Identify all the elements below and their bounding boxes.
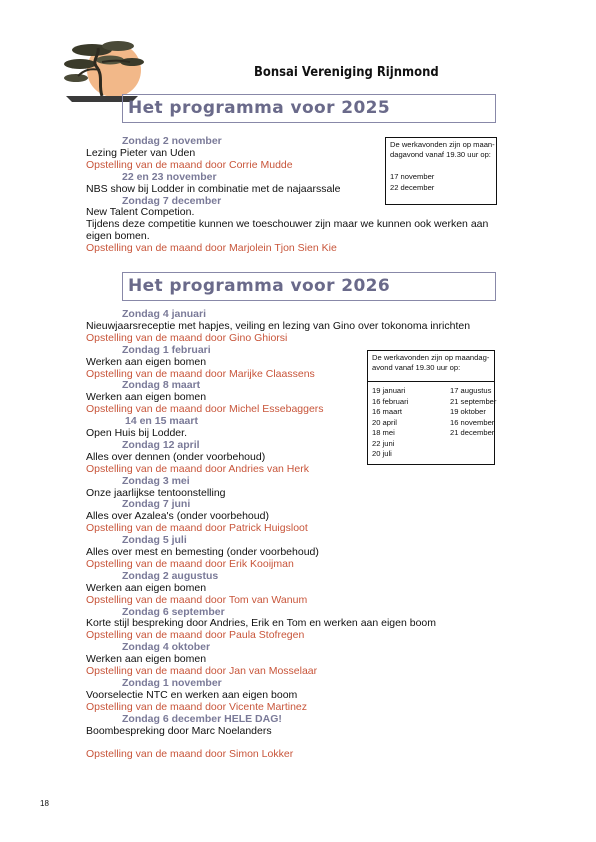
program-activity: NBS show bij Lodder in combinatie met de… xyxy=(86,182,341,195)
program-date: Zondag 6 december HELE DAG! xyxy=(122,712,282,725)
program-date: Zondag 7 december xyxy=(122,194,222,207)
program-activity: Voorselectie NTC en werken aan eigen boo… xyxy=(86,688,298,701)
box-2026-divider xyxy=(368,381,494,382)
box-2025-intro-1: De werkavonden zijn op maan- xyxy=(390,140,495,149)
box-2026-date: 22 juni xyxy=(372,438,395,448)
organization-name: Bonsai Vereniging Rijnmond xyxy=(254,64,439,80)
box-2026-date: 16 februari xyxy=(372,396,409,406)
program-date: Zondag 2 augustus xyxy=(122,569,219,582)
program-date: Zondag 4 oktober xyxy=(122,641,211,654)
opstelling-line: Opstelling van de maand door Gino Ghiors… xyxy=(86,331,288,344)
opstelling-line: Opstelling van de maand door Simon Lokke… xyxy=(86,748,294,761)
section-title-2026-text: Het programma voor 2026 xyxy=(128,276,391,296)
opstelling-line: Opstelling van de maand door Patrick Hui… xyxy=(86,522,308,535)
program-date: 22 en 23 november xyxy=(122,170,217,183)
program-activity: New Talent Competion. xyxy=(86,206,195,219)
program-activity: Alles over dennen (onder voorbehoud) xyxy=(86,450,266,463)
program-activity: Alles over mest en bemesting (onder voor… xyxy=(86,546,319,558)
box-2026-date: 21 september xyxy=(450,396,497,406)
box-2026-date: 18 mei xyxy=(372,428,395,437)
program-date: Zondag 5 juli xyxy=(122,534,187,547)
program-activity: Lezing Pieter van Uden xyxy=(86,146,196,159)
box-2026-date: 21 december xyxy=(450,428,495,437)
program-date: Zondag 1 november xyxy=(122,676,222,689)
section-title-2025-text: Het programma voor 2025 xyxy=(128,98,391,118)
program-activity: Werken aan eigen bomen xyxy=(86,391,207,404)
box-2026-date: 16 november xyxy=(450,417,495,427)
program-activity: Tijdens deze competitie kunnen we toesch… xyxy=(86,218,489,231)
program-date: Zondag 4 januari xyxy=(122,308,207,320)
box-2026-date: 16 maart xyxy=(372,407,402,416)
program-activity: eigen bomen. xyxy=(86,230,150,243)
opstelling-line: Opstelling van de maand door Corrie Mudd… xyxy=(86,158,293,171)
program-activity: Korte stijl bespreking door Andries, Eri… xyxy=(86,617,437,630)
program-activity: Nieuwjaarsreceptie met hapjes, veiling e… xyxy=(86,319,471,332)
section-title-2025: Het programma voor 2025 xyxy=(122,94,496,123)
program-activity: Onze jaarlijkse tentoonstelling xyxy=(86,486,226,499)
werkavonden-box-2025: De werkavonden zijn op maan- dagavond va… xyxy=(385,137,497,205)
opstelling-line: Opstelling van de maand door Marjolein T… xyxy=(86,242,337,255)
opstelling-line: Opstelling van de maand door Andries van… xyxy=(86,462,309,475)
opstelling-line: Opstelling van de maand door Paula Stofr… xyxy=(86,629,305,642)
program-activity: Boombespreking door Marc Noelanders xyxy=(86,724,272,737)
box-2025-date: 22 december xyxy=(390,183,435,192)
page-number: 18 xyxy=(40,799,49,808)
box-2026-date: 20 april xyxy=(372,417,397,427)
bonsai-logo xyxy=(58,36,154,104)
box-2026-date: 19 oktober xyxy=(450,407,486,416)
box-2025-intro-2: dagavond vanaf 19.30 uur op: xyxy=(390,150,491,159)
box-2026-date: 20 juli xyxy=(372,449,392,458)
opstelling-line: Opstelling van de maand door Michel Esse… xyxy=(86,403,324,416)
program-date: Zondag 7 juni xyxy=(122,498,191,511)
program-date: Zondag 12 april xyxy=(122,438,200,451)
section-title-2026: Het programma voor 2026 xyxy=(122,272,496,301)
program-date: Zondag 6 september xyxy=(122,605,225,618)
werkavonden-box-2026: De werkavonden zijn op maandag- avond va… xyxy=(367,350,497,465)
opstelling-line: Opstelling van de maand door Jan van Mos… xyxy=(86,665,318,677)
box-2025-date: 17 november xyxy=(390,172,435,181)
program-activity: Werken aan eigen bomen xyxy=(86,355,207,368)
box-2026-intro-2: avond vanaf 19.30 uur op: xyxy=(372,363,461,372)
program-activity: Werken aan eigen bomen xyxy=(86,653,207,666)
program-activity: Alles over Azalea's (onder voorbehoud) xyxy=(86,510,269,523)
box-2026-date: 19 januari xyxy=(372,386,406,395)
opstelling-line: Opstelling van de maand door Vicente Mar… xyxy=(86,700,308,713)
opstelling-line: Opstelling van de maand door Marijke Cla… xyxy=(86,367,315,380)
box-2026-intro-1: De werkavonden zijn op maandag- xyxy=(372,353,490,362)
program-date: Zondag 1 februari xyxy=(122,343,211,356)
program-date: Zondag 3 mei xyxy=(122,474,190,487)
program-activity: Open Huis bij Lodder. xyxy=(86,427,187,439)
opstelling-line: Opstelling van de maand door Erik Kooijm… xyxy=(86,557,294,570)
program-date: 14 en 15 maart xyxy=(125,415,198,428)
program-date: Zondag 2 november xyxy=(122,135,222,147)
opstelling-line: Opstelling van de maand door Tom van Wan… xyxy=(86,593,308,606)
box-2026-date: 17 augustus xyxy=(450,386,492,395)
program-date: Zondag 8 maart xyxy=(122,379,201,392)
program-activity: Werken aan eigen bomen xyxy=(86,581,207,594)
